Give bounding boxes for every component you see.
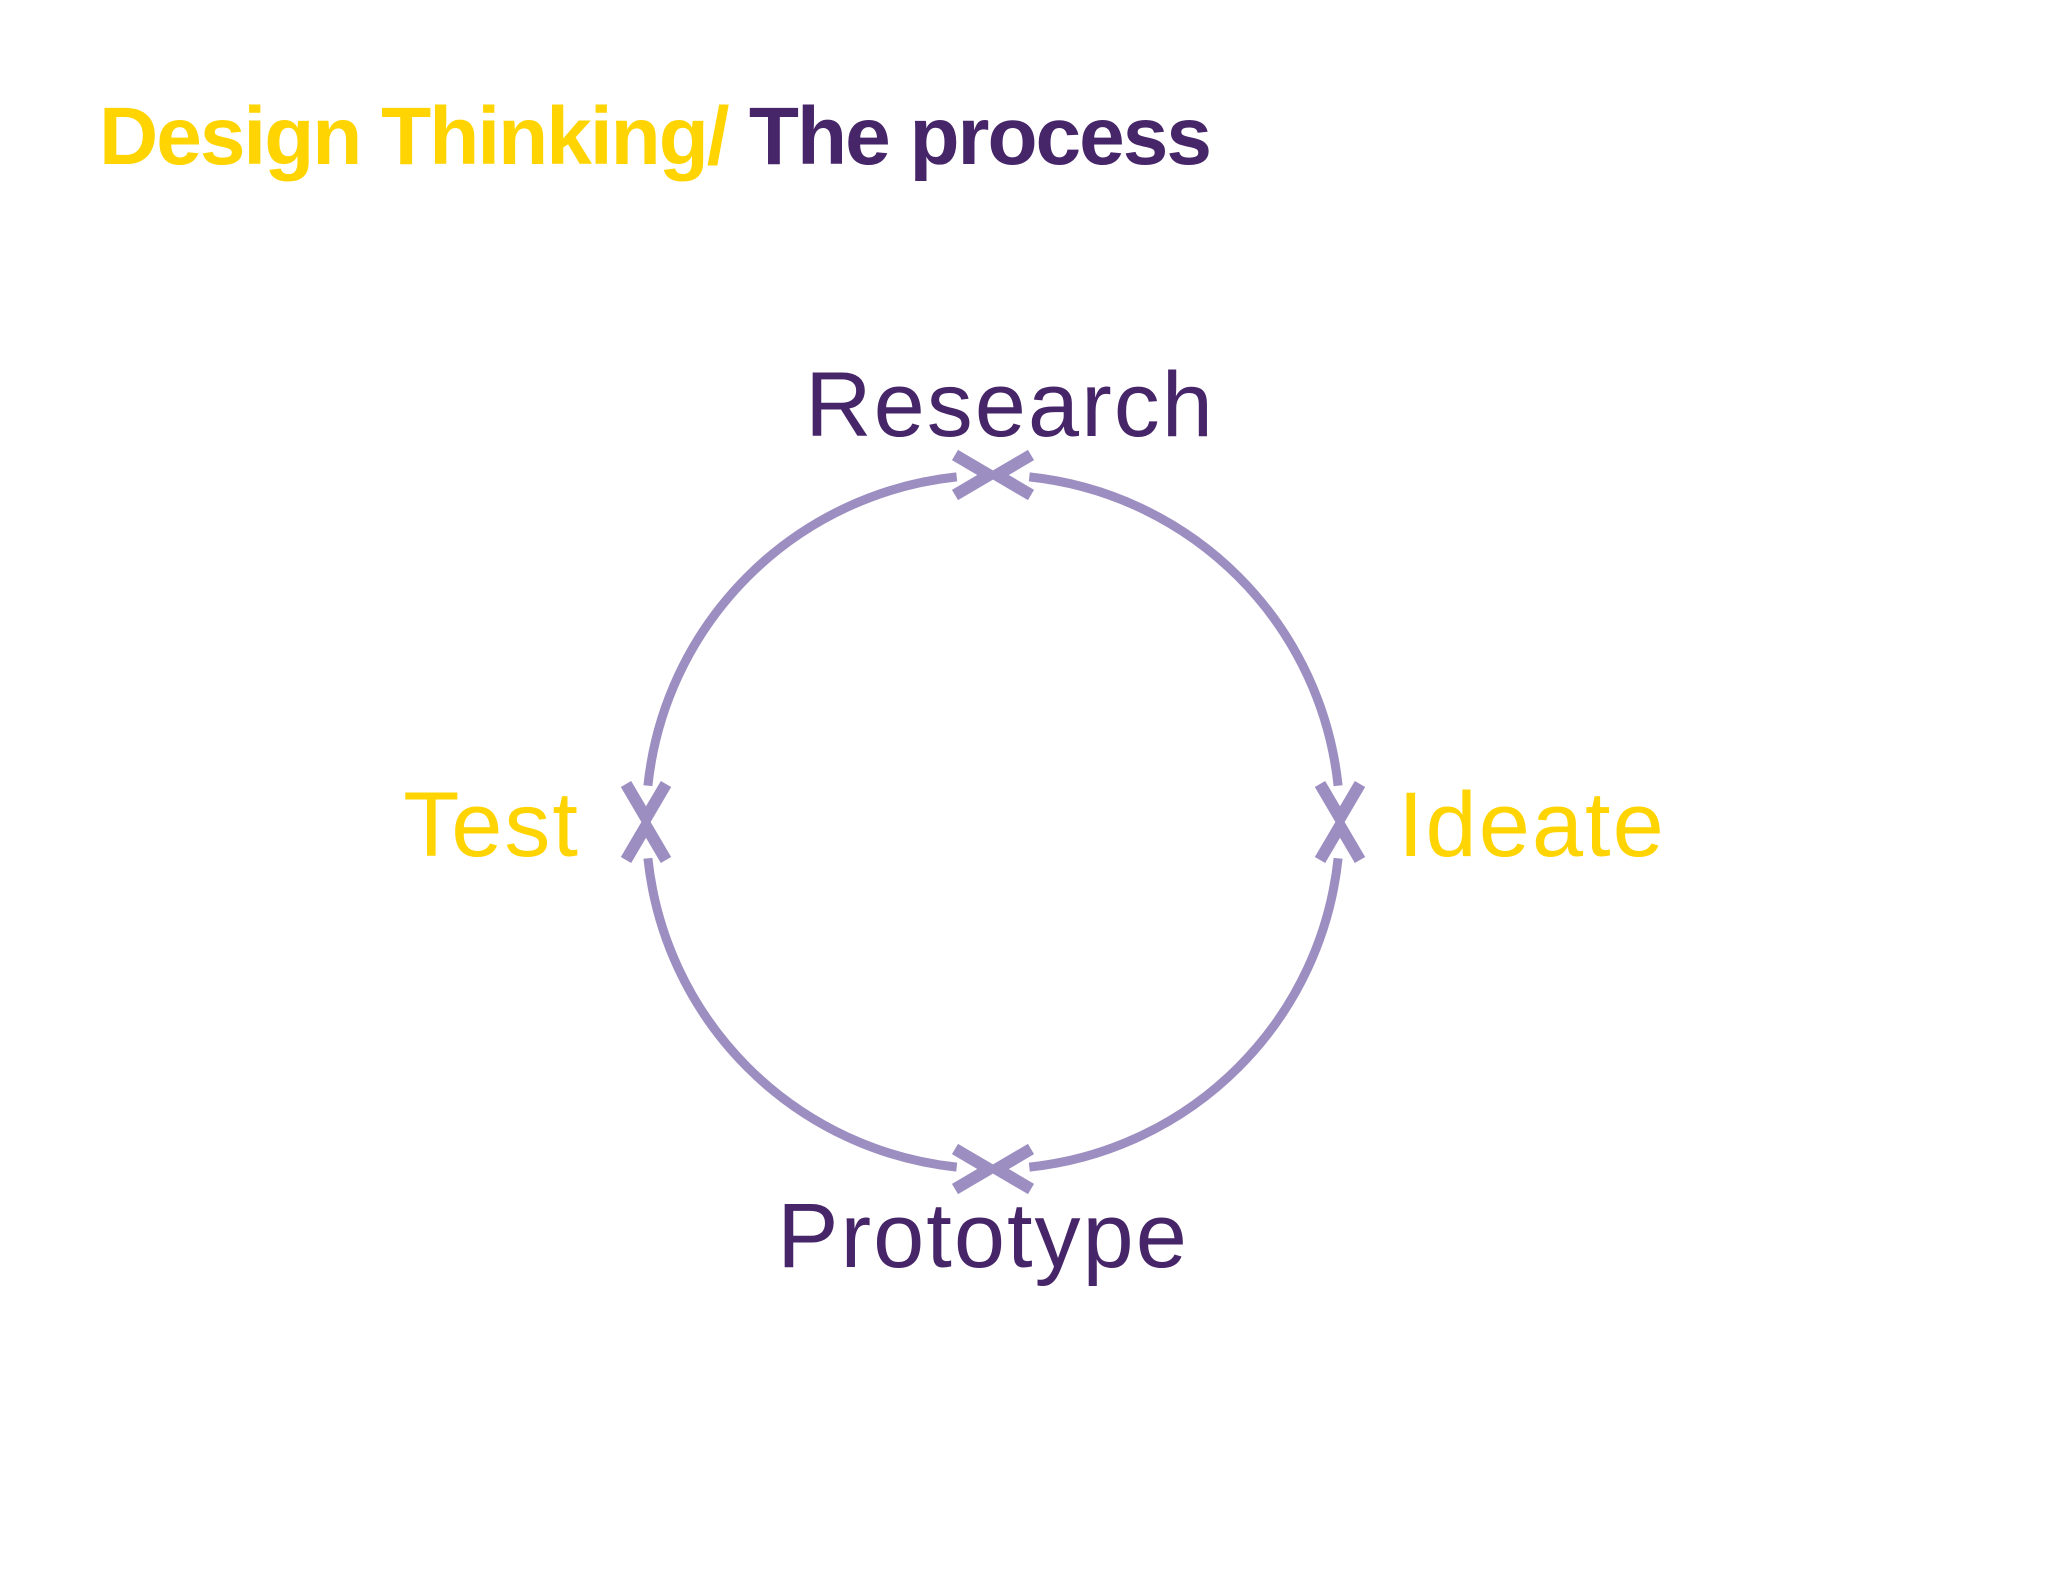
page-title: Design Thinking/The process xyxy=(99,91,1212,182)
stage-label-ideate: Ideate xyxy=(1398,774,1666,876)
arc-prototype-test xyxy=(643,857,958,1172)
chevron-up-icon xyxy=(1314,814,1366,864)
chevron-down-icon xyxy=(620,780,672,830)
stage-label-test: Test xyxy=(403,774,580,876)
arc-test-research xyxy=(643,472,958,787)
chevron-right-icon xyxy=(951,1143,1001,1195)
page-title-suffix: The process xyxy=(748,91,1212,182)
arc-research-ideate xyxy=(1028,472,1343,787)
chevron-right-icon xyxy=(951,449,1001,501)
stage-label-prototype: Prototype xyxy=(777,1185,1189,1287)
page-title-prefix: Design Thinking/ xyxy=(99,91,730,182)
stage-label-research: Research xyxy=(805,354,1215,456)
chevron-left-icon xyxy=(985,449,1035,501)
arc-ideate-prototype xyxy=(1028,857,1343,1172)
chevron-left-icon xyxy=(985,1143,1035,1195)
chevron-up-icon xyxy=(620,814,672,864)
chevron-down-icon xyxy=(1314,780,1366,830)
